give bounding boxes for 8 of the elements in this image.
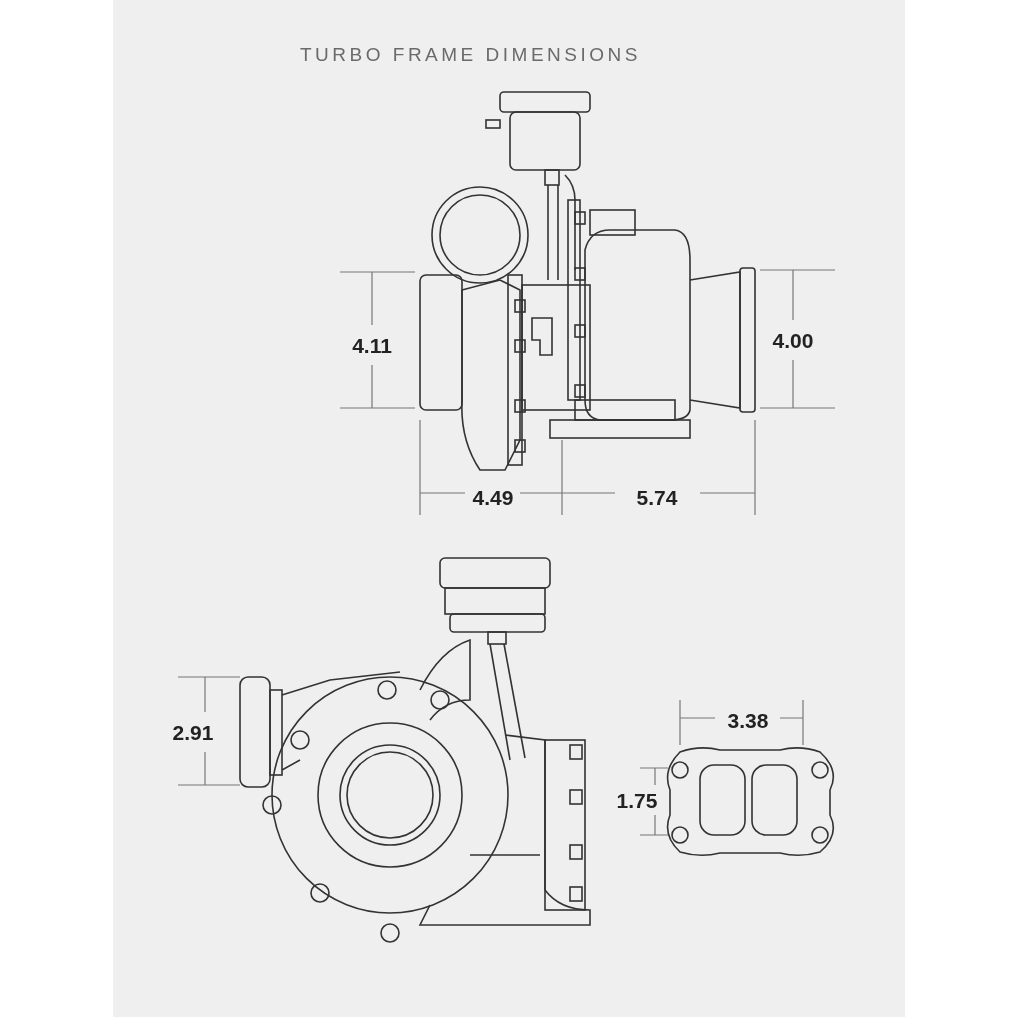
dimension-label: 2.91 [172, 721, 214, 743]
dimension-label: 5.74 [636, 486, 678, 508]
dimension-label: 4.49 [472, 486, 514, 508]
dimension-label: 3.38 [727, 709, 769, 731]
dimension-label: 1.75 [616, 789, 658, 811]
dimension-label: 4.11 [352, 334, 392, 356]
dimension-label: 4.00 [772, 329, 814, 351]
title: TURBO FRAME DIMENSIONS [300, 44, 641, 66]
